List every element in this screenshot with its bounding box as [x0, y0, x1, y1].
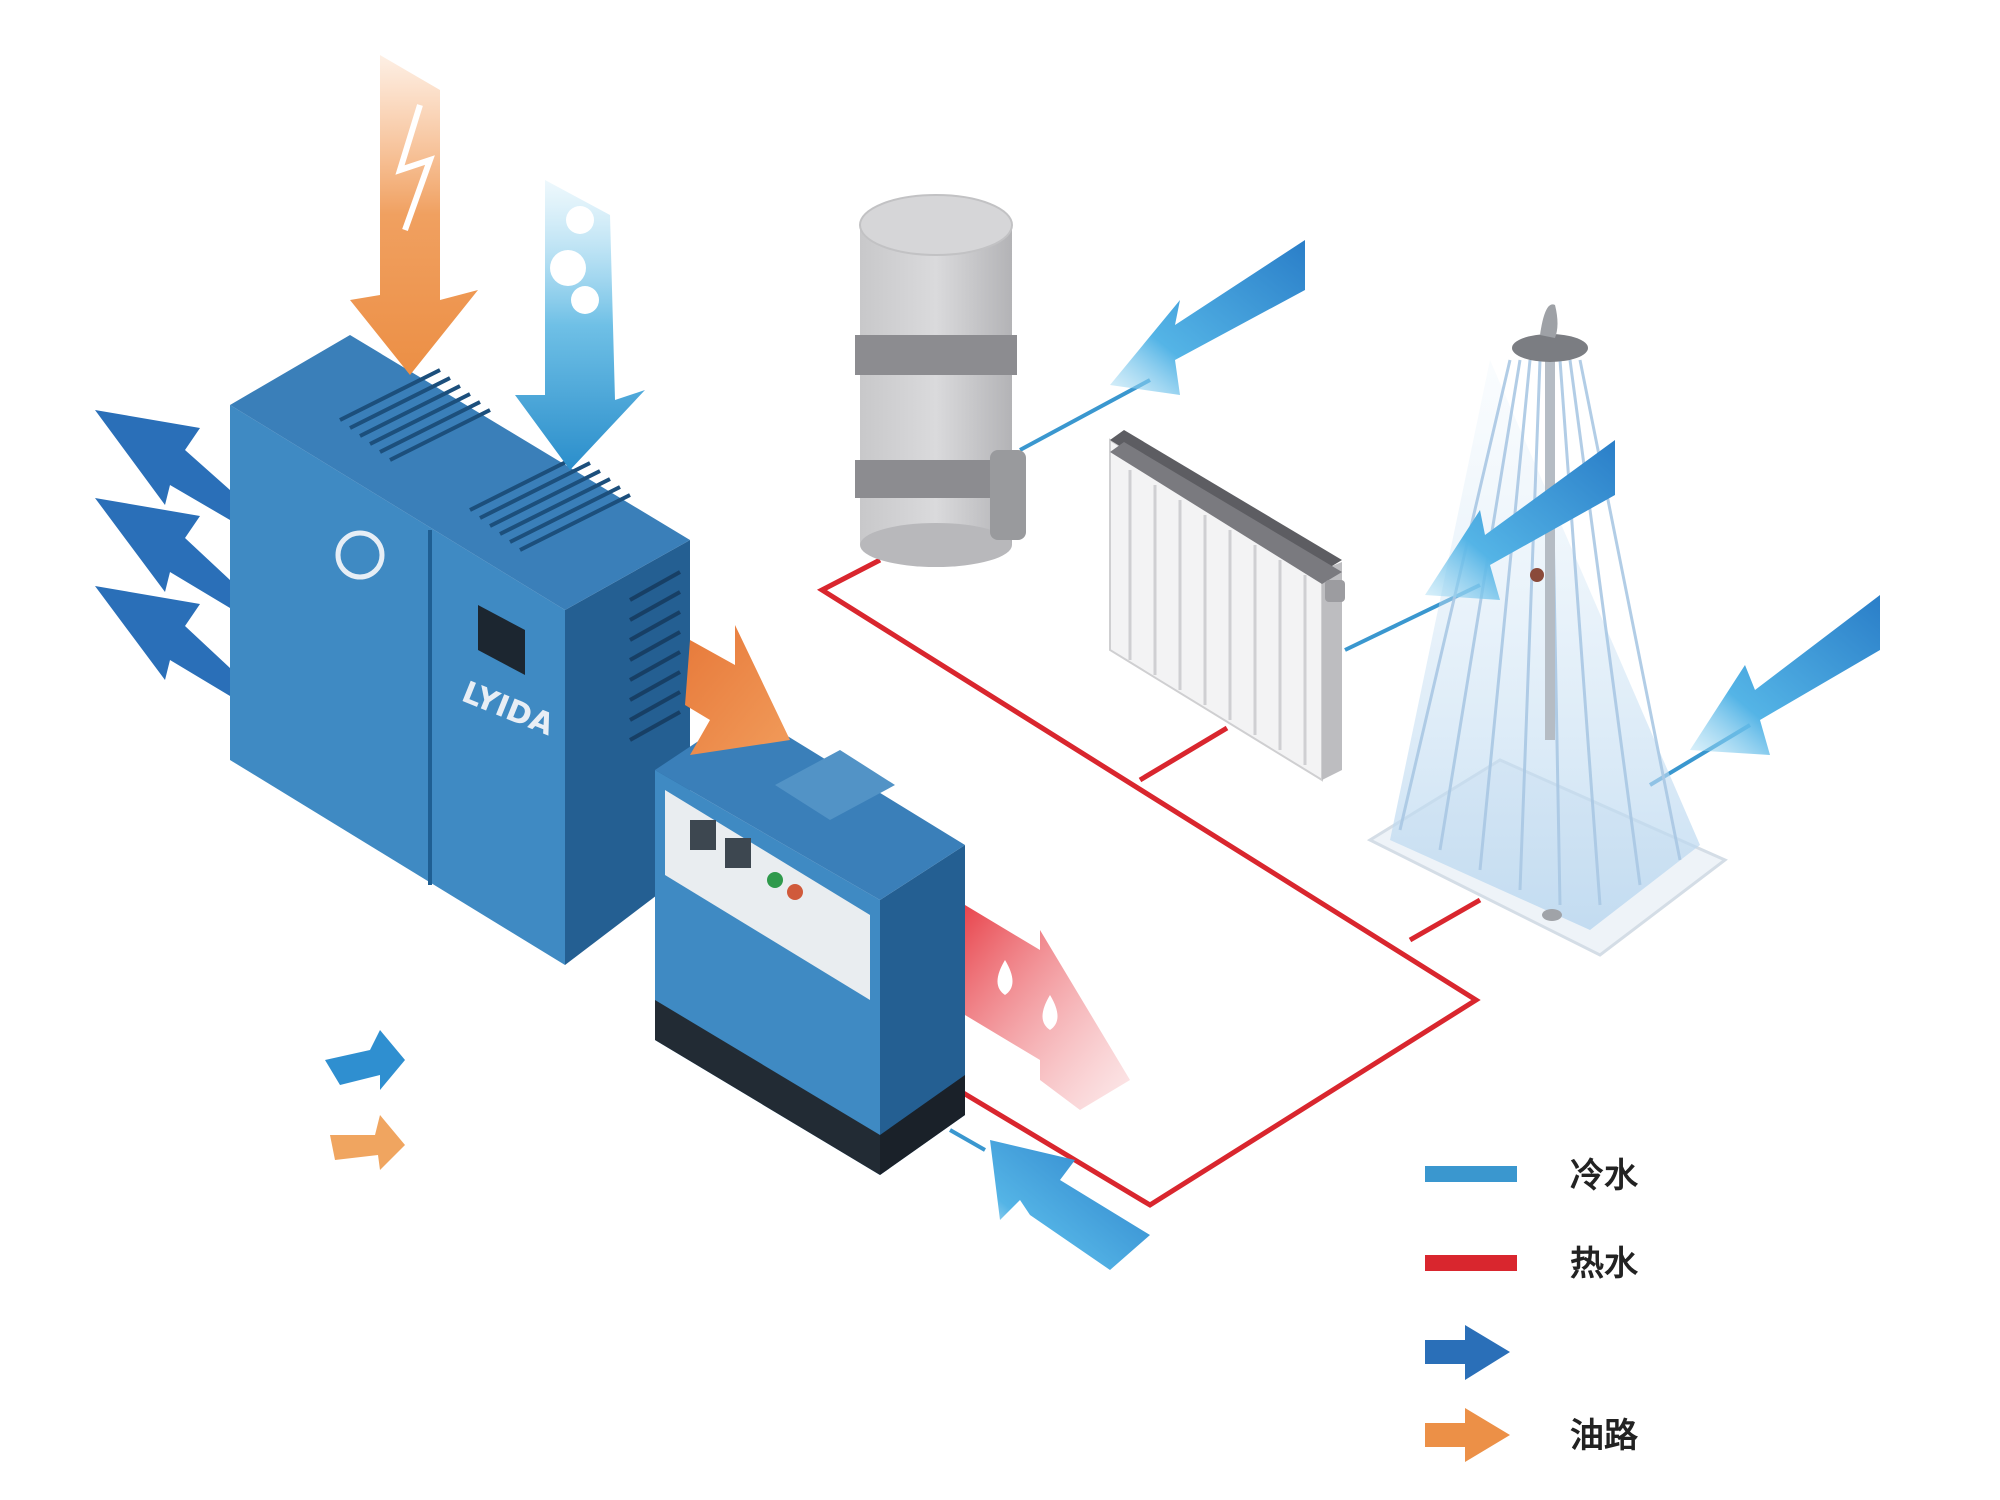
cloud-air-icon [550, 206, 599, 314]
air-compressor-icon: LYIDA [230, 335, 690, 965]
cold-arrow-shower [1690, 595, 1880, 755]
exhaust-arrows [95, 410, 230, 696]
legend-oil-arrow-icon [1425, 1408, 1510, 1462]
water-tank-icon [855, 194, 1026, 567]
shower-icon [1366, 304, 1728, 957]
oil-flow-arrow [685, 625, 790, 755]
legend-hot-water-label: 热水 [1570, 1244, 1639, 1284]
small-cold-arrow-icon [325, 1030, 405, 1090]
air-input-arrow [515, 180, 645, 470]
small-oil-arrow-icon [330, 1115, 405, 1170]
power-input-arrow [350, 55, 478, 375]
hot-water-output-arrow [965, 905, 1130, 1110]
cold-water-inlet-arrow [990, 1140, 1150, 1270]
legend-hot-water-swatch [1425, 1255, 1517, 1271]
hot-water-pipes [816, 557, 1482, 1208]
radiator-icon [1109, 430, 1345, 782]
legend-cold-water-label: 冷水 [1570, 1156, 1639, 1196]
cold-arrow-tank [1110, 240, 1305, 395]
water-drop-icon [997, 960, 1058, 1030]
legend: 冷水 热水 油路 [1425, 1156, 1639, 1462]
heat-recovery-unit-icon [655, 710, 965, 1175]
legend-cold-arrow-icon [1425, 1325, 1510, 1380]
legend-oil-arrow-label: 油路 [1570, 1416, 1639, 1456]
legend-cold-water-swatch [1425, 1166, 1517, 1182]
power-bolt-icon [395, 104, 435, 232]
cold-arrow-radiator [1425, 440, 1615, 600]
